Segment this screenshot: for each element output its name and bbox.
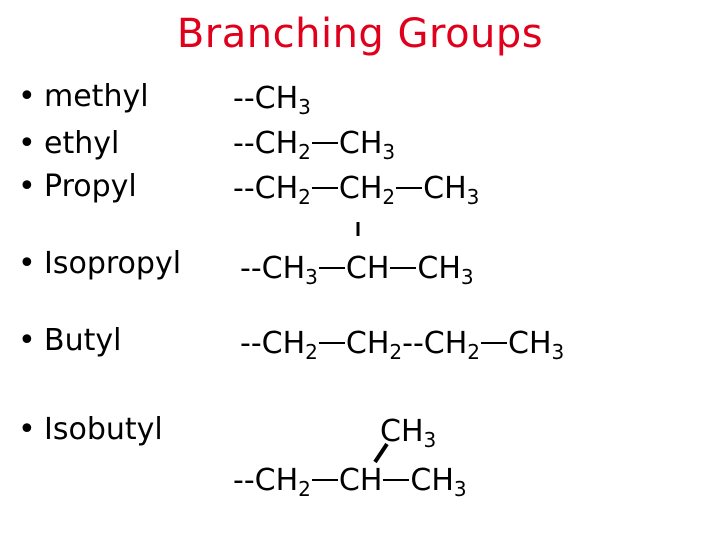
formula-subscript: 3 (423, 428, 437, 452)
formula-text: CH (417, 251, 461, 286)
list-item-isobutyl: •Isobutyl (18, 411, 163, 449)
formula-methyl: --CH3 (233, 80, 311, 118)
formula-subscript: 2 (298, 185, 311, 209)
formula-text: --CH (233, 463, 299, 498)
formula-subscript: 2 (298, 477, 311, 501)
group-name: methyl (44, 79, 149, 114)
formula-text: CH (508, 326, 552, 361)
group-name: Butyl (44, 323, 122, 358)
group-name: Isopropyl (44, 246, 182, 281)
bullet-icon: • (18, 246, 36, 281)
formula-isobutyl-branch: CH3 (380, 413, 436, 451)
bond-line (318, 266, 345, 269)
bullet-icon: • (18, 323, 36, 358)
bond-line (311, 186, 338, 189)
group-name: ethyl (44, 126, 120, 161)
formula-text: CH (338, 171, 383, 206)
bullet-icon: • (18, 79, 36, 114)
formula-text: --CH (233, 171, 299, 206)
formula-subscript: 3 (305, 265, 318, 289)
bond-line (390, 266, 417, 269)
formula-subscript: 3 (551, 340, 565, 364)
formula-subscript: 2 (305, 340, 318, 364)
list-item-isopropyl: •Isopropyl (18, 245, 181, 283)
formula-subscript: 2 (298, 140, 311, 164)
bond-line (396, 186, 423, 189)
formula-text: CH (345, 326, 390, 361)
formula-subscript: 2 (467, 340, 481, 364)
list-item-methyl: •methyl (18, 78, 149, 116)
formula-subscript: 2 (389, 340, 403, 364)
bullet-icon: • (18, 169, 36, 204)
formula-text: --CH (233, 81, 299, 116)
bullet-icon: • (18, 412, 36, 447)
formula-text: --CH (233, 126, 299, 161)
list-item-butyl: •Butyl (18, 322, 121, 360)
formula-text: --CH (402, 326, 468, 361)
bond-line (311, 141, 338, 144)
formula-subscript: 3 (460, 265, 474, 289)
formula-subscript: 2 (382, 185, 396, 209)
formula-text: --CH (240, 326, 306, 361)
formula-text: --CH (240, 251, 306, 286)
formula-ethyl: --CH2 CH3 (233, 125, 395, 163)
page-title: Branching Groups (176, 11, 544, 57)
formula-subscript: 3 (466, 185, 480, 209)
group-name: Propyl (44, 169, 137, 204)
bond-line (481, 341, 508, 344)
bullet-icon: • (18, 126, 36, 161)
formula-text: CH (423, 171, 467, 206)
formula-text: CH (338, 463, 383, 498)
formula-subscript: 3 (382, 140, 396, 164)
bond-line (311, 478, 338, 481)
group-name: Isobutyl (44, 412, 163, 447)
bond-line (383, 478, 410, 481)
formula-subscript: 3 (453, 477, 467, 501)
formula-subscript: 3 (298, 95, 311, 119)
list-item-ethyl: •ethyl (18, 125, 119, 163)
formula-text: CH (380, 414, 424, 449)
formula-text: CH (345, 251, 390, 286)
bond-line (318, 341, 345, 344)
formula-text: CH (410, 463, 454, 498)
list-item-propyl: •Propyl (18, 168, 137, 206)
formula-text: CH (338, 126, 383, 161)
